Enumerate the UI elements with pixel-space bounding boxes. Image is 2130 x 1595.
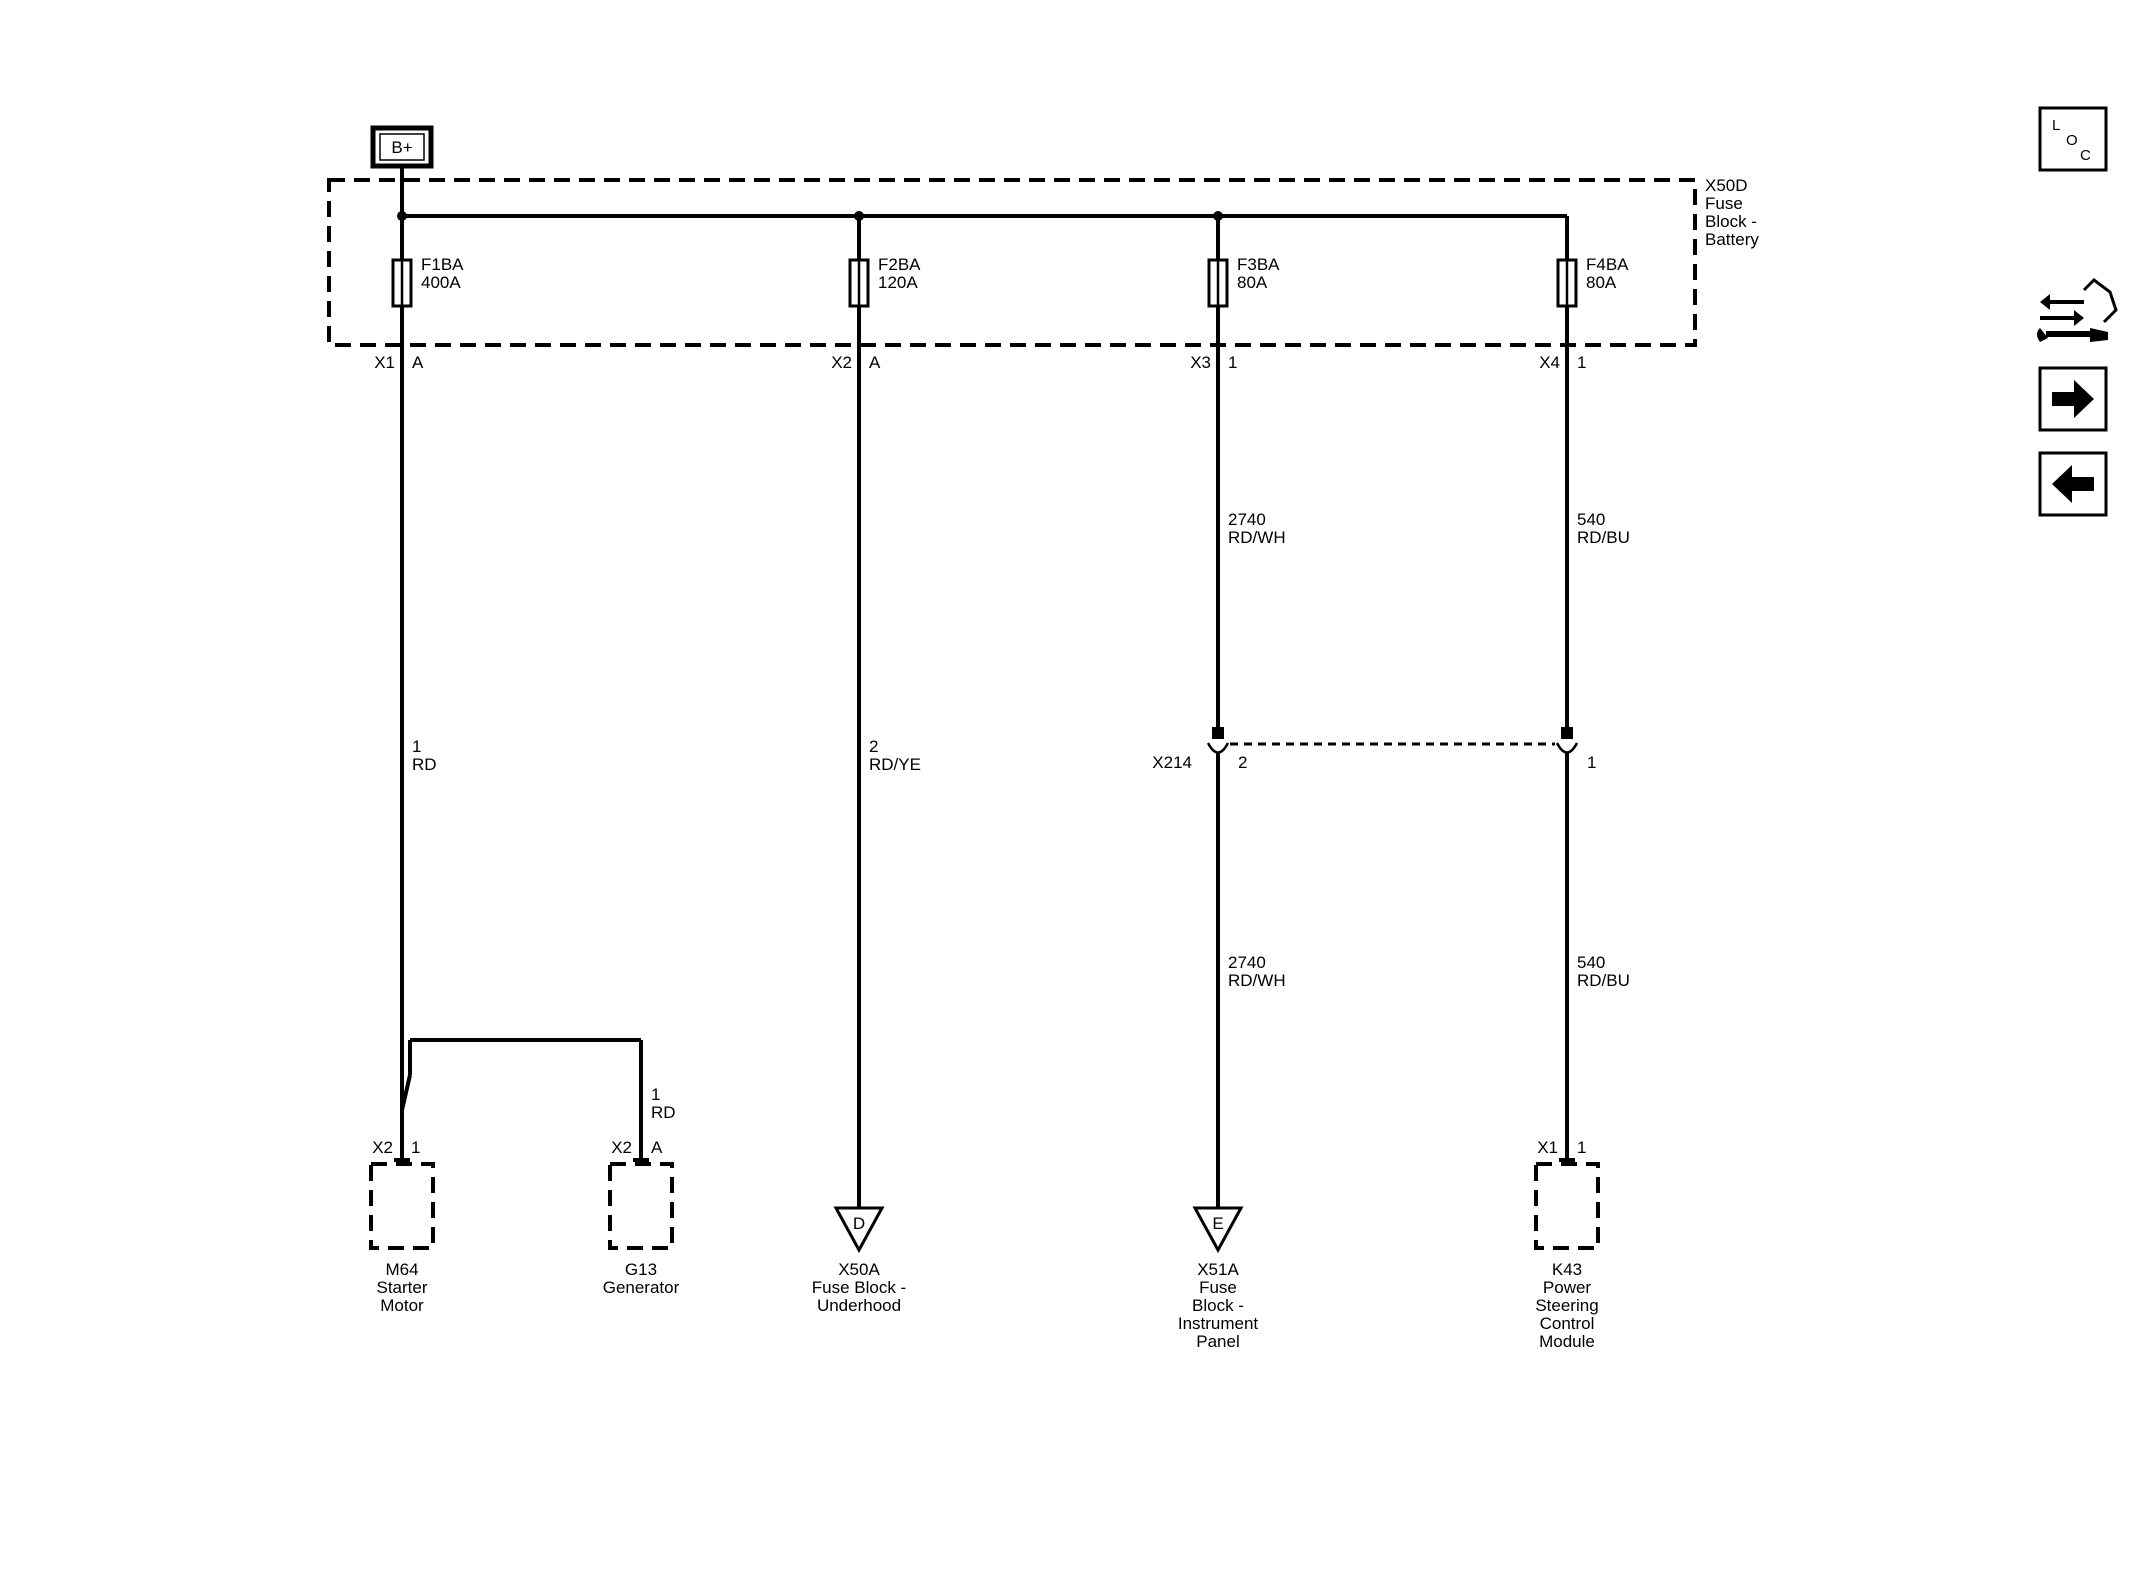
svg-text:RD: RD [651, 1103, 676, 1122]
arrow-right-icon[interactable] [2038, 366, 2108, 432]
svg-text:80A: 80A [1586, 273, 1617, 292]
svg-text:RD/WH: RD/WH [1228, 528, 1286, 547]
svg-text:1: 1 [411, 1138, 420, 1157]
svg-text:80A: 80A [1237, 273, 1268, 292]
fuse-block-outline [327, 178, 1697, 347]
power-steering-control-module[interactable]: X1 1 K43 Power Steering Control Module [1534, 1138, 1600, 1351]
svg-text:A: A [412, 353, 424, 372]
svg-text:2: 2 [1238, 753, 1247, 772]
svg-text:X50A: X50A [838, 1260, 880, 1279]
svg-text:L: L [2052, 117, 2060, 134]
svg-text:Block -: Block - [1705, 212, 1757, 231]
inline-connector-x214[interactable]: X214 2 1 [1152, 727, 1596, 772]
svg-text:X51A: X51A [1197, 1260, 1239, 1279]
svg-text:1: 1 [1577, 353, 1586, 372]
arrow-left-icon[interactable] [2038, 451, 2108, 517]
svg-text:RD/BU: RD/BU [1577, 971, 1630, 990]
wire-generator-label: 1 RD [651, 1085, 676, 1122]
svg-text:2740: 2740 [1228, 510, 1266, 529]
svg-text:X2: X2 [372, 1138, 393, 1157]
battery-positive-source: B+ [370, 125, 434, 169]
fuse-f2ba[interactable]: F2BA 120A [848, 216, 921, 308]
svg-text:Module: Module [1539, 1332, 1595, 1351]
svg-text:E: E [1212, 1214, 1223, 1233]
svg-text:RD: RD [412, 755, 437, 774]
svg-text:X1: X1 [1537, 1138, 1558, 1157]
svg-text:Control: Control [1540, 1314, 1595, 1333]
svg-text:X214: X214 [1152, 753, 1192, 772]
wire-circuit-1[interactable]: 1 RD [400, 306, 643, 1160]
svg-text:2740: 2740 [1228, 953, 1266, 972]
svg-text:Starter: Starter [376, 1278, 427, 1297]
svg-text:F1BA: F1BA [421, 255, 464, 274]
svg-text:Motor: Motor [380, 1296, 424, 1315]
instrument-panel-fuse-block-ref[interactable]: E X51A Fuse Block - Instrument Panel [1178, 1206, 1259, 1351]
fuse-block-pins: X1 A X2 A X3 1 X4 1 [374, 353, 1586, 372]
wire-circuit-2[interactable]: 2 RD/YE [857, 306, 921, 1208]
wire-circuit-2740[interactable]: 2740 RD/WH 2740 RD/WH [1216, 306, 1286, 1208]
svg-text:1: 1 [1577, 1138, 1586, 1157]
generator[interactable]: X2 A G13 Generator [603, 1138, 680, 1297]
svg-text:X1: X1 [374, 353, 395, 372]
svg-text:O: O [2066, 132, 2078, 149]
svg-text:120A: 120A [878, 273, 918, 292]
svg-text:1: 1 [1587, 753, 1596, 772]
svg-text:C: C [2080, 147, 2091, 164]
svg-text:A: A [869, 353, 881, 372]
wire-circuit-540[interactable]: 540 RD/BU 540 RD/BU [1565, 306, 1630, 1160]
fuse-f4ba[interactable]: F4BA 80A [1556, 216, 1629, 308]
fuse-f3ba[interactable]: F3BA 80A [1207, 216, 1280, 308]
svg-text:RD/YE: RD/YE [869, 755, 921, 774]
svg-text:F4BA: F4BA [1586, 255, 1629, 274]
svg-text:X50D: X50D [1705, 176, 1748, 195]
svg-text:F3BA: F3BA [1237, 255, 1280, 274]
svg-text:540: 540 [1577, 510, 1605, 529]
svg-text:F2BA: F2BA [878, 255, 921, 274]
svg-text:K43: K43 [1552, 1260, 1582, 1279]
underhood-fuse-block-ref[interactable]: D X50A Fuse Block - Underhood [812, 1206, 906, 1315]
fuse-f1ba[interactable]: F1BA 400A [391, 216, 464, 308]
svg-text:1: 1 [651, 1085, 660, 1104]
svg-text:400A: 400A [421, 273, 461, 292]
svg-text:Battery: Battery [1705, 230, 1759, 249]
svg-text:M64: M64 [385, 1260, 418, 1279]
svg-text:Fuse Block -: Fuse Block - [812, 1278, 906, 1297]
svg-text:X2: X2 [611, 1138, 632, 1157]
svg-text:RD/BU: RD/BU [1577, 528, 1630, 547]
svg-text:G13: G13 [625, 1260, 657, 1279]
svg-text:1: 1 [1228, 353, 1237, 372]
svg-text:Power: Power [1543, 1278, 1592, 1297]
svg-text:Panel: Panel [1196, 1332, 1239, 1351]
battery-positive-label: B+ [391, 138, 412, 157]
svg-text:Instrument: Instrument [1178, 1314, 1259, 1333]
svg-text:Block -: Block - [1192, 1296, 1244, 1315]
svg-text:Fuse: Fuse [1705, 194, 1743, 213]
svg-text:Generator: Generator [603, 1278, 680, 1297]
svg-text:X4: X4 [1539, 353, 1560, 372]
svg-text:X2: X2 [831, 353, 852, 372]
fuse-block-label: X50D Fuse Block - Battery [1705, 176, 1759, 249]
svg-text:Underhood: Underhood [817, 1296, 901, 1315]
svg-text:Fuse: Fuse [1199, 1278, 1237, 1297]
svg-text:1: 1 [412, 737, 421, 756]
starter-motor[interactable]: X2 1 M64 Starter Motor [369, 1138, 435, 1315]
svg-text:A: A [651, 1138, 663, 1157]
connector-wrench-icon[interactable] [2037, 278, 2118, 342]
svg-text:X3: X3 [1190, 353, 1211, 372]
svg-text:D: D [853, 1214, 865, 1233]
svg-text:Steering: Steering [1535, 1296, 1598, 1315]
svg-text:2: 2 [869, 737, 878, 756]
location-icon[interactable]: L O C [2038, 106, 2108, 172]
svg-text:540: 540 [1577, 953, 1605, 972]
svg-text:RD/WH: RD/WH [1228, 971, 1286, 990]
